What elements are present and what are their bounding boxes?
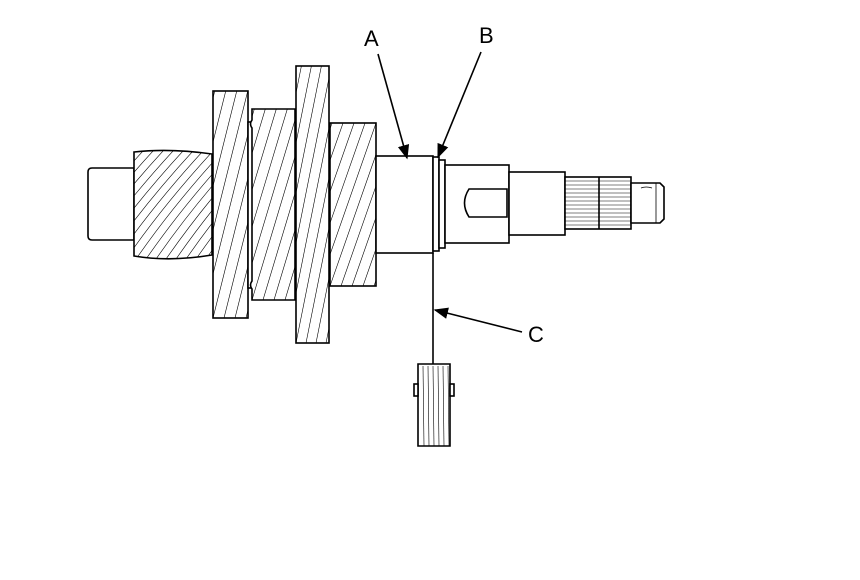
feeler-gauge-grip (422, 365, 450, 446)
splined-end (564, 176, 632, 230)
callout-a-label: A (364, 26, 379, 51)
callout-c-leader (433, 307, 523, 333)
shaft-keyway (463, 188, 508, 218)
gear-2-teeth (252, 109, 295, 300)
gear-1-teeth (213, 91, 248, 318)
callout-c-label: C (528, 322, 544, 347)
thrust-washer (432, 156, 440, 252)
helical-gear-left (133, 149, 213, 260)
callout-b-leader (437, 51, 482, 159)
callout-b-label: B (479, 23, 494, 48)
gear-4 (329, 122, 377, 287)
shaft-left-stub (87, 167, 135, 241)
callout-a-leader (377, 53, 410, 160)
shaft-plain-section (375, 155, 434, 254)
feeler-gauge-handle (417, 363, 451, 447)
gear-3-teeth (296, 66, 329, 343)
shaft-reduced-section (508, 171, 566, 236)
spline-teeth (565, 180, 631, 226)
gear-2 (249, 108, 296, 301)
snap-ring (438, 159, 446, 249)
shaft-tip (630, 182, 665, 224)
gear-4-teeth (330, 123, 376, 286)
gear-teeth-hatch-left (134, 150, 212, 259)
